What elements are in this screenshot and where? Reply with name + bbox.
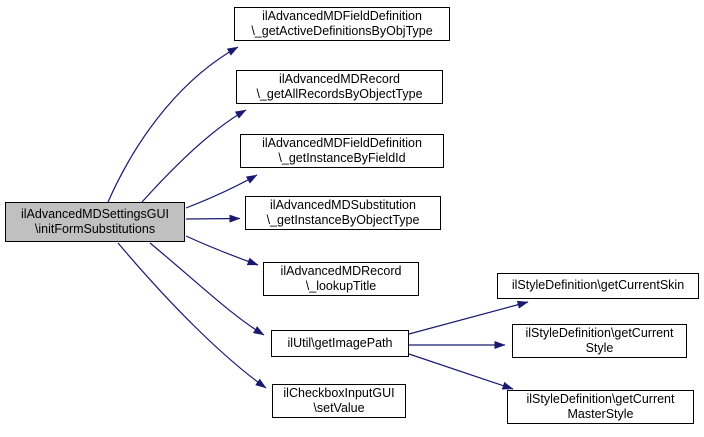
- node-getInstanceByObjectType[interactable]: ilAdvancedMDSubstitution \_getInstanceBy…: [245, 196, 441, 230]
- node-label-line1: ilAdvancedMDFieldDefinition: [262, 8, 422, 23]
- node-getAllRecordsByObjectType[interactable]: ilAdvancedMDRecord \_getAllRecordsByObje…: [236, 70, 443, 104]
- node-label-line2: \_lookupTitle: [305, 279, 377, 293]
- edge-getImagePath-to-getCurrentMasterStyle: [408, 353, 514, 390]
- edge-getImagePath-to-getCurrentSkin: [408, 300, 529, 335]
- edge-root-to-lookupTitle: [185, 235, 259, 266]
- edge-root-to-getAllRecordsByObjectType: [141, 109, 247, 203]
- node-label-line2: \initFormSubstitutions: [34, 222, 156, 236]
- node-label-line2: Style: [585, 341, 614, 355]
- node-label-line2: \_getInstanceByFieldId: [278, 151, 406, 165]
- node-getCurrentStyle[interactable]: ilStyleDefinition\getCurrent Style: [512, 324, 687, 358]
- node-label-line1: ilStyleDefinition\getCurrent: [525, 325, 674, 340]
- node-label-line1: ilAdvancedMDFieldDefinition: [262, 135, 422, 150]
- node-label-line2: \_getAllRecordsByObjectType: [256, 87, 423, 101]
- node-getCurrentSkin[interactable]: ilStyleDefinition\getCurrentSkin: [497, 273, 699, 299]
- node-getCurrentMasterStyle[interactable]: ilStyleDefinition\getCurrent MasterStyle: [507, 390, 694, 424]
- node-label-line1: ilUtil\getImagePath: [287, 335, 393, 350]
- node-getActiveDefinitionsByObjType[interactable]: ilAdvancedMDFieldDefinition \_getActiveD…: [234, 7, 450, 41]
- node-label-line1: ilStyleDefinition\getCurrentSkin: [511, 278, 685, 293]
- node-label-line2: MasterStyle: [567, 407, 634, 421]
- edge-root-to-getActiveDefinitionsByObjType: [107, 46, 239, 203]
- node-label-line2: \setValue: [313, 401, 365, 415]
- edge-root-to-getInstanceByFieldId: [185, 174, 258, 209]
- node-setValue[interactable]: ilCheckboxInputGUI \setValue: [272, 384, 406, 418]
- node-label-line1: ilAdvancedMDRecord: [279, 71, 400, 86]
- edge-root-to-getInstanceByObjectType: [185, 214, 241, 223]
- node-label-line2: \_getActiveDefinitionsByObjType: [251, 24, 433, 38]
- node-label-line1: ilAdvancedMDSettingsGUI: [21, 206, 169, 221]
- node-label-line1: ilAdvancedMDSubstitution: [270, 197, 416, 212]
- node-label-line2: \_getInstanceByObjectType: [266, 213, 420, 227]
- node-initFormSubstitutions[interactable]: ilAdvancedMDSettingsGUI \initFormSubstit…: [5, 202, 185, 242]
- node-label-line1: ilAdvancedMDRecord: [280, 263, 402, 278]
- node-label-line1: ilStyleDefinition\getCurrent: [526, 391, 675, 406]
- edge-root-to-setValue: [117, 242, 267, 389]
- node-lookupTitle[interactable]: ilAdvancedMDRecord \_lookupTitle: [263, 262, 419, 296]
- node-label-line1: ilCheckboxInputGUI: [283, 385, 395, 400]
- edge-root-to-getImagePath: [149, 242, 265, 336]
- node-getImagePath[interactable]: ilUtil\getImagePath: [271, 330, 409, 357]
- node-getInstanceByFieldId[interactable]: ilAdvancedMDFieldDefinition \_getInstanc…: [240, 134, 444, 168]
